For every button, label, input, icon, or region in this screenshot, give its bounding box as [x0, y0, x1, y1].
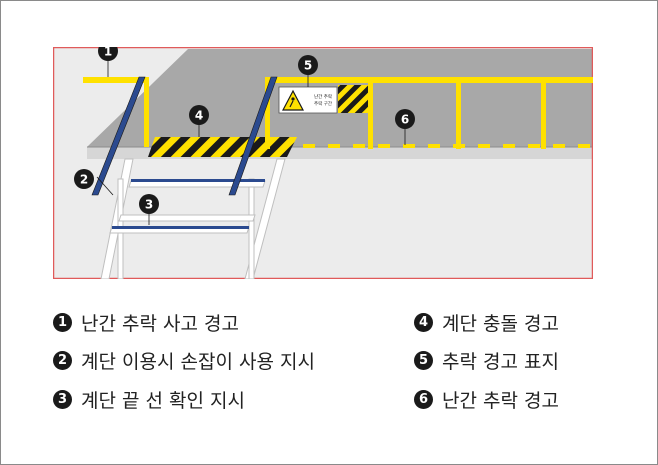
yellow-railing	[83, 77, 593, 149]
sign-text-line2: 추락 구간	[314, 100, 332, 107]
svg-text:5: 5	[304, 59, 312, 73]
callout-3: 3	[139, 194, 159, 214]
svg-text:1: 1	[104, 47, 112, 59]
step-nosing-1	[131, 179, 265, 182]
callout-5: 5	[298, 55, 318, 75]
fall-warning-sign: 난간 추락 추락 구간	[278, 86, 338, 114]
sign-text-line1: 난간 추락	[314, 93, 332, 100]
blue-handrails	[91, 76, 278, 196]
stair-railing-illustration: 난간 추락 추락 구간	[53, 47, 593, 279]
callout-6: 6	[395, 109, 415, 129]
illustration-border	[53, 47, 593, 279]
svg-text:6: 6	[401, 113, 409, 127]
svg-text:4: 4	[195, 109, 203, 123]
floor-edge-dashes	[303, 144, 590, 148]
callout-2: 2	[74, 169, 94, 189]
step-nosing-2	[112, 226, 249, 229]
stair-top-hazard-stripe	[148, 137, 297, 157]
callout-1: 1	[98, 47, 118, 61]
railing-hazard-panel	[338, 85, 368, 113]
callout-4: 4	[189, 105, 209, 125]
svg-text:3: 3	[145, 198, 153, 212]
svg-text:2: 2	[80, 173, 88, 187]
